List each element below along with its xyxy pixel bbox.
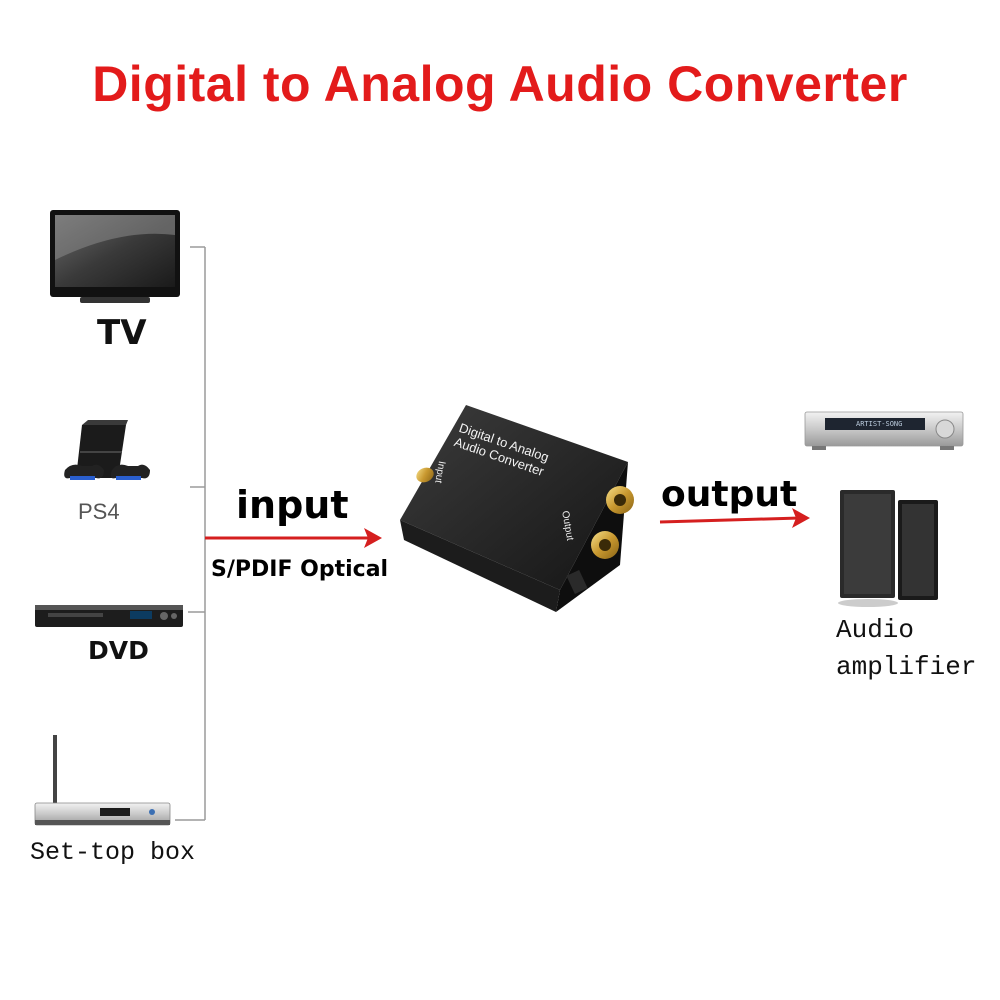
source-label-tv: TV bbox=[97, 313, 147, 353]
source-label-dvd: DVD bbox=[88, 636, 149, 665]
speakers-icon bbox=[838, 490, 938, 607]
page-title: Digital to Analog Audio Converter bbox=[92, 56, 908, 112]
source-label-settop: Set-top box bbox=[30, 838, 196, 867]
tv-icon bbox=[50, 210, 180, 303]
ps4-icon bbox=[64, 420, 150, 480]
source-label-ps4: PS4 bbox=[78, 499, 120, 524]
amplifier-label-line1: Audio bbox=[836, 615, 915, 645]
input-sub-label: S/PDIF Optical bbox=[211, 557, 389, 582]
output-arrow bbox=[659, 508, 810, 528]
amplifier-receiver-icon bbox=[804, 411, 964, 450]
output-label: output bbox=[661, 474, 798, 515]
converter-device-image bbox=[400, 405, 634, 612]
amplifier-label-line2: amplifier bbox=[836, 652, 977, 682]
source-bracket bbox=[175, 246, 206, 821]
dvd-icon bbox=[35, 605, 183, 627]
input-label: input bbox=[236, 483, 349, 527]
settop-box-icon bbox=[34, 735, 171, 826]
input-arrow bbox=[205, 528, 382, 548]
amplifier-display-text: ARTIST-SONG bbox=[856, 420, 903, 428]
